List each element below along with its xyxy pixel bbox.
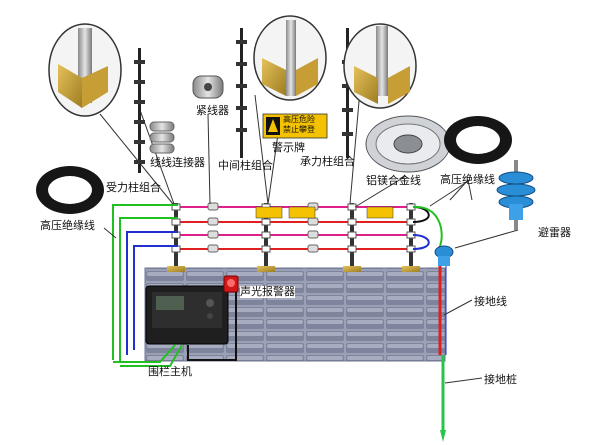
fence-host (145, 285, 229, 345)
label-wire-connector: 线线连接器 (150, 156, 205, 169)
label-hv-wire-right: 高压绝缘线 (440, 173, 495, 186)
host-leads (112, 204, 237, 367)
label-ground-wire: 接地线 (474, 295, 507, 308)
end-loops (412, 205, 443, 250)
bearing-post-photo (343, 23, 417, 109)
label-alloy-wire: 铝镁合金线 (366, 174, 421, 187)
aluminum-spool (365, 115, 451, 173)
label-warning-sign: 警示牌 (272, 141, 305, 154)
label-middle-post: 中间柱组合 (218, 159, 273, 172)
label-stress-post: 受力柱组合 (106, 181, 161, 194)
label-hv-wire-left: 高压绝缘线 (40, 219, 95, 232)
wire-connector-photo (149, 121, 175, 154)
fence-wires (171, 202, 416, 253)
hv-coil-right (444, 116, 512, 164)
callout-lines (99, 89, 519, 384)
middle-post-photo (253, 15, 327, 101)
hv-coil-left (36, 166, 104, 214)
label-ground-stake: 接地桩 (484, 373, 517, 386)
alarm-device (223, 275, 239, 293)
sign-line-2: 禁止攀登 (283, 125, 315, 134)
warning-sign (262, 113, 328, 139)
fence-signs (255, 206, 394, 219)
label-alarm: 声光报警器 (240, 285, 295, 298)
sign-line-1: 高压危险 (283, 115, 315, 124)
label-host: 围栏主机 (148, 365, 192, 378)
label-tightener: 紧线器 (196, 104, 229, 117)
label-bearing-post: 承力柱组合 (300, 155, 355, 168)
tightener-photo (192, 75, 224, 99)
stress-post-photo (48, 23, 122, 117)
arrester-assembly (434, 245, 454, 442)
arrester-photo (496, 160, 536, 230)
label-arrester: 避雷器 (538, 226, 571, 239)
